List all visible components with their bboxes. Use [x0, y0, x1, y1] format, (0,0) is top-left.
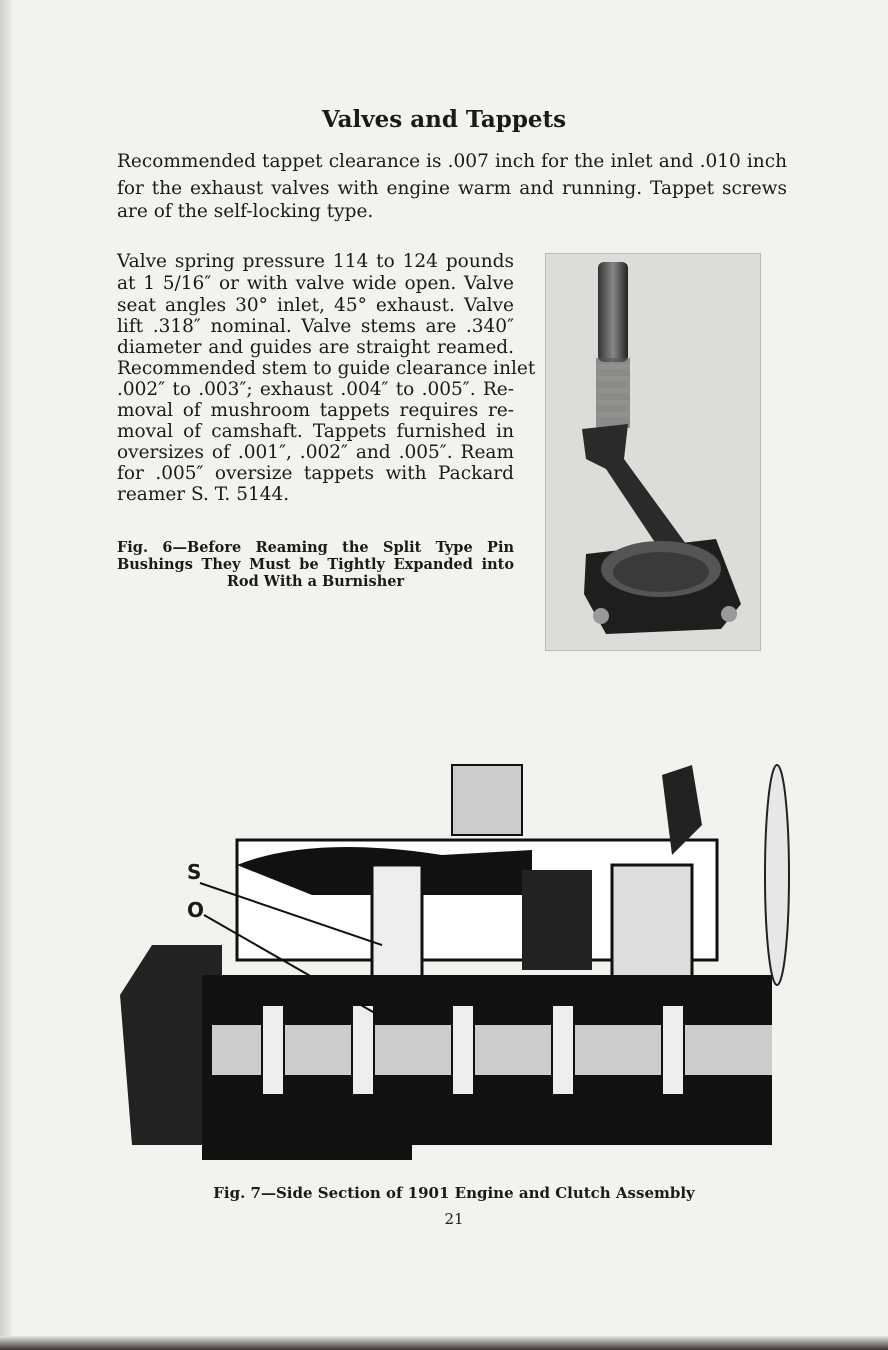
- fig6-connecting-rod-photo: [545, 253, 761, 651]
- text-line: diameter and guides are straight reamed.: [117, 337, 514, 358]
- text-line: .002″ to .003″; exhaust .004″ to .005″. …: [117, 379, 514, 400]
- fig7-engine-section-diagram: [112, 745, 792, 1165]
- label-o: O: [187, 898, 205, 922]
- section-title: Valves and Tappets: [321, 106, 567, 133]
- text-line: reamer S. T. 5144.: [117, 484, 290, 505]
- label-s: S: [187, 860, 202, 884]
- text-line: Recommended tappet clearance is .007 inc…: [117, 151, 787, 172]
- text-line: moval of mushroom tappets requires re-: [117, 400, 514, 421]
- text-line: Valve spring pressure 114 to 124 pounds: [117, 251, 514, 272]
- text-line: at 1 5/16″ or with valve wide open. Valv…: [117, 273, 514, 294]
- text-line: lift .318″ nominal. Valve stems are .340…: [117, 316, 514, 337]
- caption-line: Fig. 6—Before Reaming the Split Type Pin: [117, 539, 514, 556]
- text-line: for .005″ oversize tappets with Packard: [117, 463, 514, 484]
- caption-line: Rod With a Burnisher: [226, 573, 405, 590]
- text-line: moval of camshaft. Tappets furnished in: [117, 421, 514, 442]
- text-line: seat angles 30° inlet, 45° exhaust. Valv…: [117, 295, 514, 316]
- text-line: are of the self-locking type.: [117, 201, 374, 222]
- fig7-caption: Fig. 7—Side Section of 1901 Engine and C…: [213, 1184, 695, 1202]
- text-line: Recommended stem to guide clearance inle…: [117, 358, 536, 379]
- page-bottom-edge: [0, 1336, 888, 1350]
- caption-line: Bushings They Must be Tightly Expanded i…: [117, 556, 514, 573]
- text-line: for the exhaust valves with engine warm …: [117, 178, 787, 199]
- text-line: oversizes of .001″, .002″ and .005″. Rea…: [117, 442, 514, 463]
- page-number: 21: [444, 1210, 464, 1228]
- page-binding-edge: [0, 0, 12, 1350]
